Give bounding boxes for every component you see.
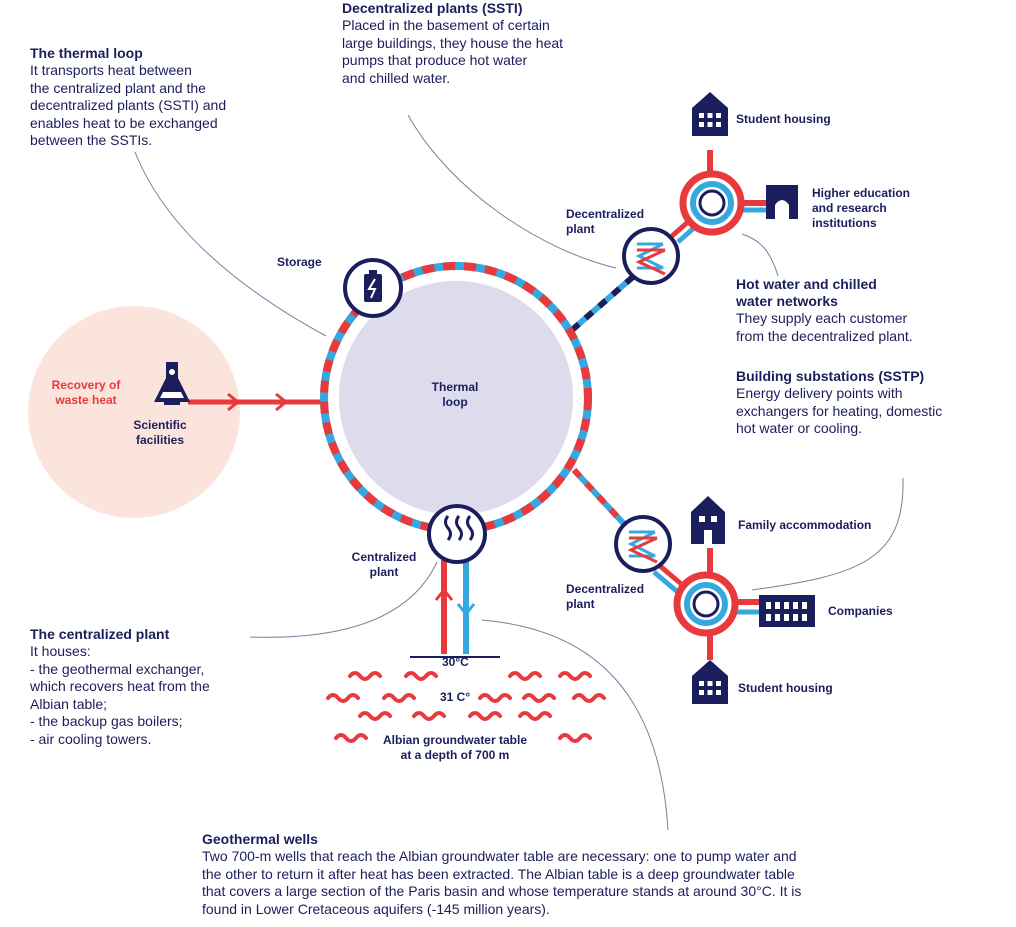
wave-mark (468, 711, 502, 721)
decentralized-callout-title: Decentralized plants (SSTI) (342, 0, 523, 16)
wave-mark (572, 693, 606, 703)
wave-mark (404, 671, 438, 681)
thermal-loop-label: Thermal loop (431, 380, 479, 409)
centralized-plant-label: Centralized plant (351, 550, 417, 579)
centralized-callout: The centralized plant It houses: - the g… (30, 626, 210, 748)
substations-callout-title: Building substations (SSTP) (736, 368, 925, 384)
wave-mark (412, 711, 446, 721)
wave-mark (348, 671, 382, 681)
leader-lines (134, 114, 904, 831)
thermal-loop-callout: The thermal loop It transports heat betw… (30, 45, 226, 150)
recovery-area (28, 306, 240, 518)
centralized-callout-title: The centralized plant (30, 626, 170, 642)
heat-exchanger-icon-top (622, 227, 680, 285)
temperature-30-label: 30°C (442, 655, 469, 669)
wave-mark (334, 733, 368, 743)
branch-bottom (571, 467, 760, 660)
wave-mark (358, 711, 392, 721)
heat-waves-icon (427, 504, 487, 564)
wave-mark (518, 711, 552, 721)
wells-callout-body: Two 700-m wells that reach the Albian gr… (202, 848, 802, 917)
building-icon-student-bottom (692, 660, 728, 704)
building-icon-student-top (692, 92, 728, 136)
heat-exchanger-icon-bottom (614, 515, 672, 573)
substations-callout: Building substations (SSTP) Energy deliv… (736, 368, 942, 438)
wave-mark (522, 693, 556, 703)
substations-callout-body: Energy delivery points with exchangers f… (736, 385, 943, 436)
building-icon-companies (759, 595, 815, 627)
heat-pump-icon-bottom (677, 575, 735, 633)
thermal-loop-ring-dash (320, 262, 592, 534)
wave-mark (326, 693, 360, 703)
decentralized-plant-label-bottom: Decentralized plant (566, 582, 645, 611)
heat-pump-icon-top (683, 174, 741, 232)
wells-callout-title: Geothermal wells (202, 831, 318, 847)
decentralized-callout: Decentralized plants (SSTI) Placed in th… (342, 0, 563, 87)
thermal-loop-callout-body: It transports heat between the centraliz… (30, 62, 227, 148)
networks-callout-body: They supply each customer from the decen… (736, 310, 913, 344)
decentralized-plant-label-top: Decentralized plant (566, 207, 645, 236)
well-pipes (410, 560, 500, 658)
groundwater-waves (326, 671, 606, 743)
student-housing-label-top: Student housing (736, 112, 831, 126)
student-housing-label-bottom: Student housing (738, 681, 833, 695)
storage-label: Storage (277, 255, 322, 269)
battery-icon (343, 258, 403, 318)
albian-label: Albian groundwater table at a depth of 7… (382, 733, 527, 762)
wave-mark (508, 671, 542, 681)
higher-education-label: Higher education and research institutio… (812, 186, 911, 230)
scientific-facilities-label: Scientific facilities (133, 418, 187, 447)
wave-mark (558, 733, 592, 743)
wave-mark (558, 671, 592, 681)
family-accommodation-label: Family accommodation (738, 518, 872, 532)
wells-callout: Geothermal wells Two 700-m wells that re… (202, 831, 801, 918)
decentralized-callout-body: Placed in the basement of certain large … (342, 17, 564, 86)
building-icon-family (691, 496, 725, 544)
companies-label: Companies (828, 604, 893, 618)
thermal-loop-callout-title: The thermal loop (30, 45, 143, 61)
centralized-callout-body: It houses: - the geothermal exchanger, w… (30, 643, 210, 747)
wave-mark (382, 693, 416, 703)
networks-callout: Hot water and chilled water networks The… (736, 276, 913, 345)
building-icon-higher-education (766, 185, 798, 219)
networks-callout-title: Hot water and chilled water networks (736, 276, 877, 309)
flask-icon (154, 362, 190, 405)
recovery-label: Recovery of waste heat (51, 378, 121, 407)
thermal-loop-core (339, 281, 573, 515)
wave-mark (478, 693, 512, 703)
temperature-31-label: 31 C° (440, 690, 471, 704)
